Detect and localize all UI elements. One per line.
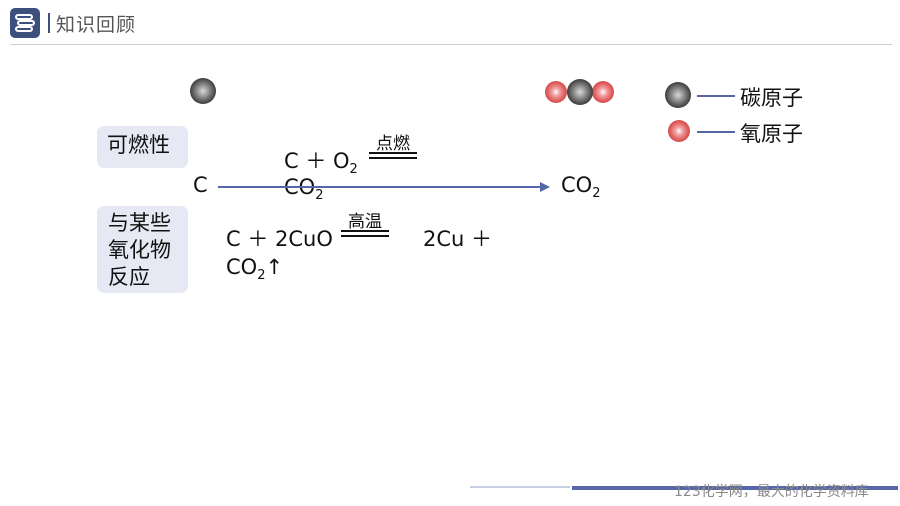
oxide-equation-product: 2Cu ＋ xyxy=(423,227,493,251)
tag-combustibility: 可燃性 xyxy=(97,126,188,168)
tag-line: 与某些 xyxy=(108,211,171,235)
carbon-atom-icon xyxy=(567,79,593,105)
tag-line: 氧化物 xyxy=(108,238,171,262)
legend-line xyxy=(697,95,735,97)
carbon-atom-icon xyxy=(190,78,216,104)
legend-carbon-icon xyxy=(665,82,691,108)
page-title: 知识回顾 xyxy=(56,14,137,36)
gas-up-arrow-icon: ↑ xyxy=(265,255,284,279)
center-product: CO2 xyxy=(561,173,601,201)
header-logo xyxy=(10,8,40,38)
arrow-right-icon xyxy=(540,182,550,192)
legend-carbon-label: 碳原子 xyxy=(740,86,803,110)
equals-line-bottom xyxy=(369,157,417,159)
oxygen-atom-icon xyxy=(592,81,614,103)
center-reactant: C xyxy=(193,173,208,197)
oxide-equation-gas: CO2↑ xyxy=(226,255,284,283)
header-divider xyxy=(48,13,50,33)
footer-line-accent xyxy=(572,486,898,490)
legend-oxygen-icon xyxy=(668,120,690,142)
oxygen-atom-icon xyxy=(545,81,567,103)
oxide-equation-left: C ＋ 2CuO xyxy=(226,227,333,251)
tag-line: 反应 xyxy=(108,265,150,289)
footer-line-light xyxy=(470,486,570,488)
equals-line-bottom xyxy=(341,235,389,237)
header-underline xyxy=(10,44,892,45)
condition-high-temp: 高温 xyxy=(348,212,382,232)
tag-oxide-reaction: 与某些 氧化物 反应 xyxy=(97,206,188,293)
combustion-equation-left: C ＋ O2 xyxy=(284,149,358,177)
legend-line xyxy=(697,131,735,133)
book-stack-icon xyxy=(15,14,35,32)
reaction-arrow-line xyxy=(218,186,540,188)
legend-oxygen-label: 氧原子 xyxy=(740,122,803,146)
co2-molecule-icon xyxy=(545,79,615,105)
footer-watermark: 123化学网，最大的化学资料库 xyxy=(674,484,869,500)
combustion-equation-product: CO2 xyxy=(284,175,324,203)
condition-ignite: 点燃 xyxy=(376,134,410,154)
equals-line-top xyxy=(369,152,417,154)
equals-line-top xyxy=(341,230,389,232)
